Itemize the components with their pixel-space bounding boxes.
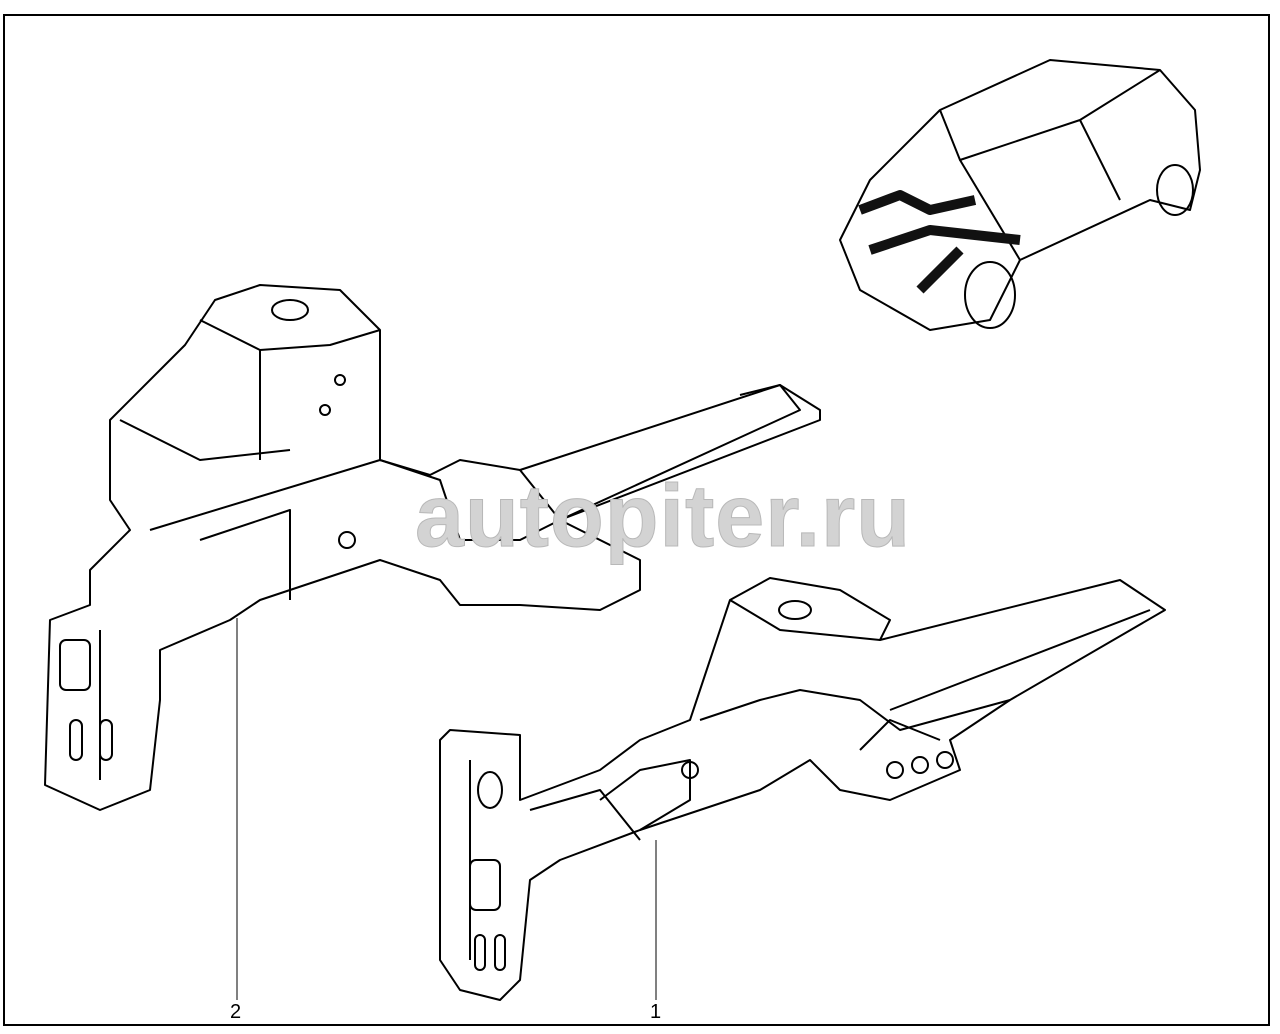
callout-number-2: 2 xyxy=(230,1001,242,1023)
watermark: autopiter.ru xyxy=(414,466,912,566)
car-locator-thumbnail xyxy=(839,59,1201,331)
callout-number-1: 1 xyxy=(650,1001,662,1023)
part-2-front-side-member-left xyxy=(44,284,821,811)
diagram-frame xyxy=(3,14,1270,1026)
part-1-front-side-member-right xyxy=(439,577,1166,1001)
